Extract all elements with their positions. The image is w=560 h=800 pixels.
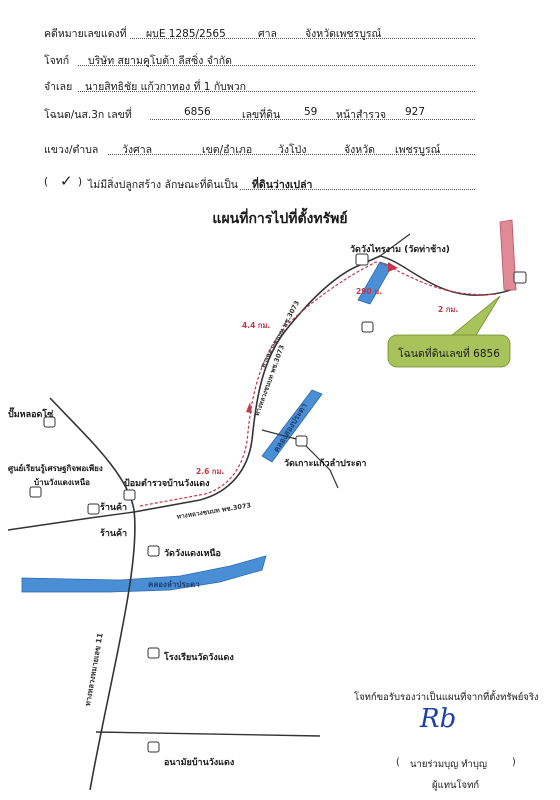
deed-label: โฉนด/นส.3ก เลขที่ <box>44 109 132 121</box>
dotted-line <box>78 65 475 66</box>
land-no-value: 59 <box>304 106 318 118</box>
road-side <box>261 429 339 489</box>
road-left <box>7 511 135 531</box>
court-name-value: จังหวัดเพชรบูรณ์ <box>305 28 382 40</box>
label-police: ป้อมตำรวจบ้านวังแดง <box>124 479 210 489</box>
label-learning-center: ศูนย์เรียนรู้เศรษฐกิจพอเพียง <box>8 464 103 473</box>
land-no-label: เลขที่ดิน <box>242 109 281 121</box>
province-label: จังหวัด <box>344 144 375 156</box>
land-type-value: ที่ดินว่างเปล่า <box>252 179 313 191</box>
deed-number-value: 6856 <box>184 106 211 118</box>
subdistrict-value: วังศาล <box>122 144 153 156</box>
dotted-line <box>108 154 475 155</box>
label-hospital: อนามัยบ้านวังแดง <box>164 758 235 768</box>
route-line <box>139 261 499 507</box>
label-canal-lower: คลองลำประดา <box>148 580 200 589</box>
callout-deed-number: โฉนดที่ดินเลขที่ 6856 <box>398 348 500 360</box>
label-shop-2: ร้านค้า <box>100 529 128 539</box>
dotted-line <box>240 189 475 190</box>
map-title: แผนที่การไปที่ตั้งทรัพย์ <box>212 211 348 227</box>
court-label: ศาล <box>258 28 277 40</box>
callout-box <box>387 334 511 368</box>
label-dist-290: 290 ม. <box>356 287 383 296</box>
canal-lower <box>21 555 267 593</box>
subdistrict-label: แขวง/ตำบล <box>44 144 99 156</box>
district-value: วังโป่ง <box>278 144 307 156</box>
check-mark-icon: ✓ <box>60 172 73 190</box>
checkbox-paren: ( <box>44 176 49 188</box>
dotted-line <box>78 91 475 92</box>
survey-label: หน้าสำรวจ <box>336 109 386 121</box>
label-dist-26: 2.6 กม. <box>196 467 225 476</box>
label-wat-wang-daeng: วัดวังแดงเหนือ <box>164 549 221 559</box>
label-dist-2km: 2 กม. <box>438 305 459 314</box>
defendant-label: จำเลย <box>44 81 73 93</box>
road-temple-north <box>379 233 411 257</box>
label-ban-wang-daeng: บ้านวังแดงเหนือ <box>34 478 90 487</box>
checkbox-paren-close: ) <box>78 176 83 188</box>
case-number-value: ผบE 1285/2565 <box>146 28 226 40</box>
road-hospital <box>95 731 321 737</box>
no-building-label: ไม่มีสิ่งปลูกสร้าง ลักษณะที่ดินเป็น <box>88 179 238 191</box>
road-3073 <box>133 255 381 513</box>
label-wat-wang-sai: วัดวังไทรงาม (วัดท่าช้าง) <box>350 245 450 255</box>
paren-open: ( <box>396 757 400 768</box>
signer-role: ผู้แทนโจทก์ <box>432 780 480 791</box>
case-number-label: คดีหมายเลขแดงที่ <box>44 28 127 40</box>
plaintiff-name-value: บริษัท สยามคูโบต้า ลีสซิ่ง จำกัด <box>88 55 232 67</box>
certify-text: โจทก์ขอรับรองว่าเป็นแผนที่จากที่ตั้งทรัพ… <box>354 692 539 703</box>
label-shop-1: ร้านค้า <box>100 503 128 513</box>
paren-close: ) <box>512 757 516 768</box>
signature-mark: Rb <box>420 704 457 734</box>
dotted-line <box>130 38 475 39</box>
plaintiff-label: โจทก์ <box>44 55 70 67</box>
defendant-name-value: นายสิทธิชัย แก้วกาทอง ที่ 1 กับพวก <box>85 81 247 93</box>
highway-11 <box>49 397 136 791</box>
dotted-line <box>150 119 475 120</box>
district-label: เขต/อำเภอ <box>202 144 253 156</box>
signer-name: นายร่วมบุญ ทำบุญ <box>410 759 487 770</box>
province-value: เพชรบูรณ์ <box>395 144 441 156</box>
survey-no-value: 927 <box>405 106 426 118</box>
route-arrow-upper <box>388 262 398 272</box>
label-pump: ปั๊มหลอดโซ่ <box>8 410 54 420</box>
route-arrow-mid <box>246 402 252 413</box>
label-wat-kaew: วัดเกาะแก้วลำประดา <box>284 459 367 469</box>
road-to-property <box>379 255 517 296</box>
property-parcel <box>499 219 517 291</box>
label-dist-44: 4.4 กม. <box>242 321 271 330</box>
label-school: โรงเรียนวัดวังแดง <box>164 653 234 663</box>
